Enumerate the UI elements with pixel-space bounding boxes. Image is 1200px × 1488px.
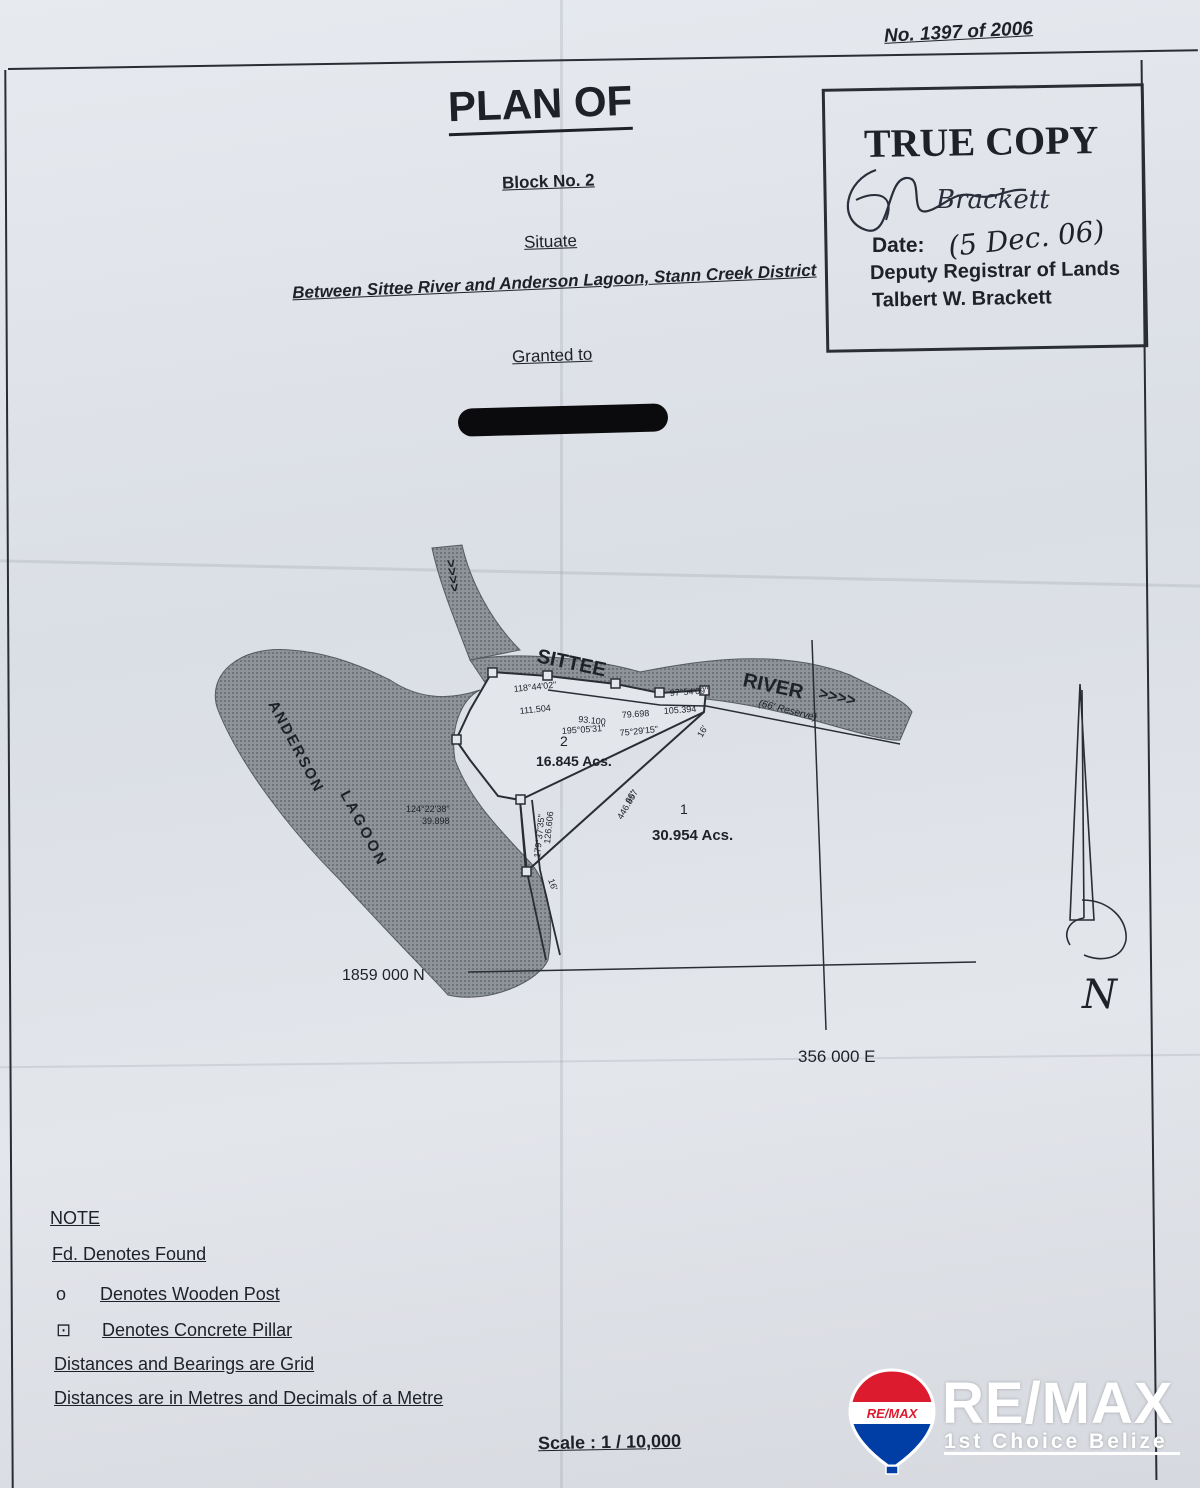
signature-text: Brackett bbox=[935, 185, 1050, 215]
note-grid: Distances and Bearings are Grid bbox=[54, 1354, 315, 1374]
scale-label: Scale : 1 / 10,000 bbox=[537, 1430, 682, 1454]
pillar-marker bbox=[542, 670, 553, 681]
measurement-label: 79.698 bbox=[621, 708, 649, 720]
pillar-marker bbox=[610, 678, 621, 689]
easting-label: 356 000 E bbox=[798, 1047, 876, 1066]
lagoon-shape bbox=[214, 648, 552, 998]
remax-logo: RE/MAX bbox=[848, 1368, 1180, 1475]
note-wooden-post: Denotes Wooden Post bbox=[100, 1284, 280, 1304]
pillar-marker bbox=[515, 794, 526, 805]
pillar-marker bbox=[451, 734, 462, 745]
measurement-label: 195°05'31" bbox=[561, 723, 605, 736]
north-arrow-icon bbox=[1066, 683, 1127, 960]
signature-icon: Brackett bbox=[846, 168, 1050, 232]
measurement-label: 16' bbox=[546, 877, 560, 892]
easting-grid-line bbox=[811, 639, 827, 1031]
pillar-marker bbox=[699, 685, 710, 696]
river-reserve-line bbox=[547, 689, 901, 745]
measurement-label: 126.606 bbox=[542, 811, 555, 844]
measurement-label: 16' bbox=[695, 724, 710, 739]
measurement-label: 124°22'38" bbox=[406, 804, 450, 814]
measurement-label: 97°54'09" bbox=[669, 685, 708, 698]
stamp-date-label: Date: bbox=[872, 234, 925, 257]
wooden-post-icon: o bbox=[56, 1284, 67, 1304]
parcel-1-number: 1 bbox=[680, 801, 688, 817]
note-metres: Distances are in Metres and Decimals of … bbox=[54, 1388, 444, 1408]
measurement-label: 111.504 bbox=[519, 703, 551, 716]
measurement-label: 75°29'15" bbox=[619, 724, 658, 738]
northing-label: 1859 000 N bbox=[342, 967, 425, 984]
pillar-marker bbox=[487, 667, 498, 678]
measurement-label: 93.100 bbox=[578, 714, 606, 727]
parcel-2-number: 2 bbox=[560, 733, 568, 749]
measurement-label: 179°37'35" bbox=[532, 814, 546, 858]
note-concrete-pillar: Denotes Concrete Pillar bbox=[102, 1320, 293, 1340]
notes-heading: NOTE bbox=[50, 1208, 101, 1228]
parcel-2-area: 16.845 Acs. bbox=[536, 753, 612, 769]
parcel-1-area: 30.954 Acs. bbox=[652, 827, 733, 844]
measurement-label: 39.898 bbox=[422, 816, 450, 826]
remax-wordmark: RE/MAX bbox=[942, 1371, 1174, 1436]
measurement-label: 105.394 bbox=[663, 704, 696, 716]
river-upstream-arrows: >>>> bbox=[443, 558, 463, 593]
remax-tagline: 1st Choice Belize bbox=[944, 1430, 1168, 1453]
northing-grid-line bbox=[467, 961, 977, 973]
river-upstream bbox=[431, 544, 522, 661]
concrete-pillar-icon: ⊡ bbox=[56, 1320, 72, 1340]
balloon-text: RE/MAX bbox=[867, 1406, 919, 1421]
note-found: Fd. Denotes Found bbox=[52, 1244, 207, 1264]
pillar-marker bbox=[521, 866, 532, 877]
pillar-marker bbox=[654, 687, 665, 698]
measurement-label: 118°44'02" bbox=[513, 680, 557, 694]
north-label: N bbox=[1081, 972, 1119, 1018]
